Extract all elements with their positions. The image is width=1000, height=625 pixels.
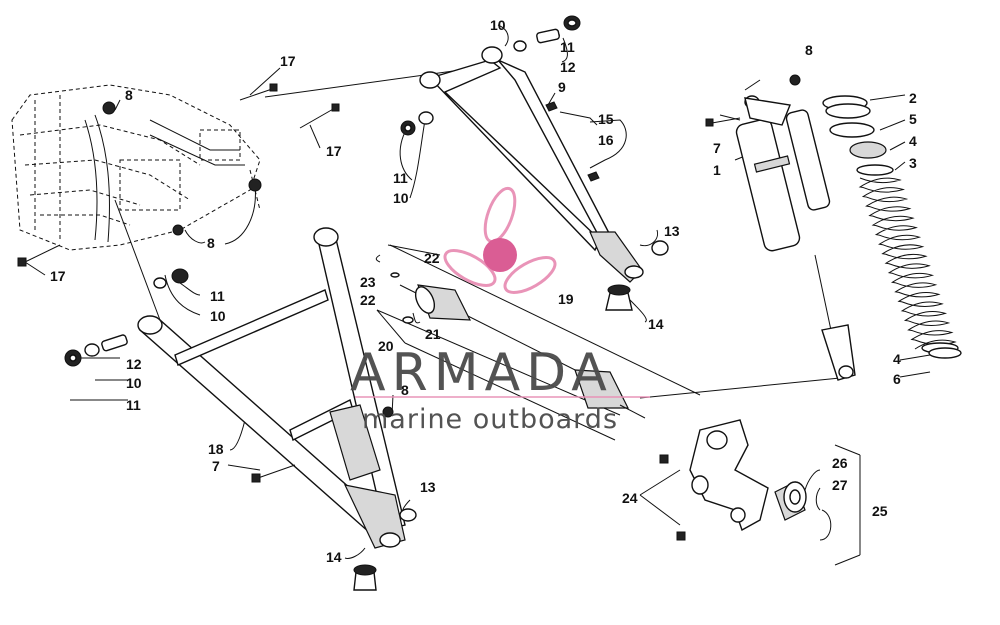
callout-17: 17	[326, 143, 342, 159]
callout-18: 18	[208, 441, 224, 457]
watermark: ARMADA marine outboards	[350, 186, 650, 435]
callout-8: 8	[207, 235, 215, 251]
bolts	[17, 74, 801, 541]
callout-22: 22	[360, 292, 376, 308]
callout-13: 13	[420, 479, 436, 495]
callout-9: 9	[558, 79, 566, 95]
callout-20: 20	[378, 338, 394, 354]
callout-10: 10	[393, 190, 409, 206]
upper-arm-hardware	[400, 15, 669, 311]
callout-5: 5	[909, 111, 917, 127]
callout-11: 11	[210, 288, 225, 304]
callout-21: 21	[425, 326, 441, 342]
callout-14: 14	[648, 316, 664, 332]
callout-7: 7	[713, 140, 721, 156]
callout-12: 12	[560, 59, 576, 75]
lower-arm-hardware	[64, 268, 417, 591]
callout-10: 10	[126, 375, 142, 391]
callout-27: 27	[832, 477, 848, 493]
shock-absorber	[735, 95, 856, 381]
callout-3: 3	[909, 155, 917, 171]
callout-4: 4	[909, 133, 917, 149]
callout-11: 11	[393, 170, 408, 186]
callout-11: 11	[126, 397, 141, 413]
callout-16: 16	[598, 132, 614, 148]
callout-10: 10	[490, 17, 506, 33]
callout-15: 15	[598, 111, 614, 127]
callout-25: 25	[872, 503, 888, 519]
callout-labels: 17 17 17 8 8 8 8 10 10 10 10 11 11 11 11…	[50, 17, 917, 565]
callout-8: 8	[401, 382, 409, 398]
callout-26: 26	[832, 455, 848, 471]
callout-6: 6	[893, 371, 901, 387]
callout-12: 12	[126, 356, 142, 372]
callout-22: 22	[424, 250, 440, 266]
spring-stack	[822, 95, 962, 359]
lower-a-arm	[137, 227, 406, 549]
callout-4: 4	[893, 351, 901, 367]
callout-7: 7	[212, 458, 220, 474]
callout-8: 8	[805, 42, 813, 58]
callout-19: 19	[558, 291, 574, 307]
callout-17: 17	[50, 268, 66, 284]
callout-24: 24	[622, 490, 638, 506]
callout-8: 8	[125, 87, 133, 103]
callout-17: 17	[280, 53, 296, 69]
wheel-bearing	[774, 481, 832, 541]
callout-10: 10	[210, 308, 226, 324]
callout-14: 14	[326, 549, 342, 565]
upper-a-arm	[419, 46, 644, 283]
callout-2: 2	[909, 90, 917, 106]
watermark-title: ARMADA	[350, 343, 613, 403]
steering-knuckle	[689, 419, 769, 532]
callout-23: 23	[360, 274, 376, 290]
callout-1: 1	[713, 162, 721, 178]
watermark-subtitle: marine outboards	[362, 404, 618, 435]
drive-shaft	[390, 272, 646, 419]
propeller-logo-icon	[443, 186, 557, 294]
callout-13: 13	[664, 223, 680, 239]
callout-11: 11	[560, 39, 575, 55]
frame-assembly	[11, 84, 261, 251]
